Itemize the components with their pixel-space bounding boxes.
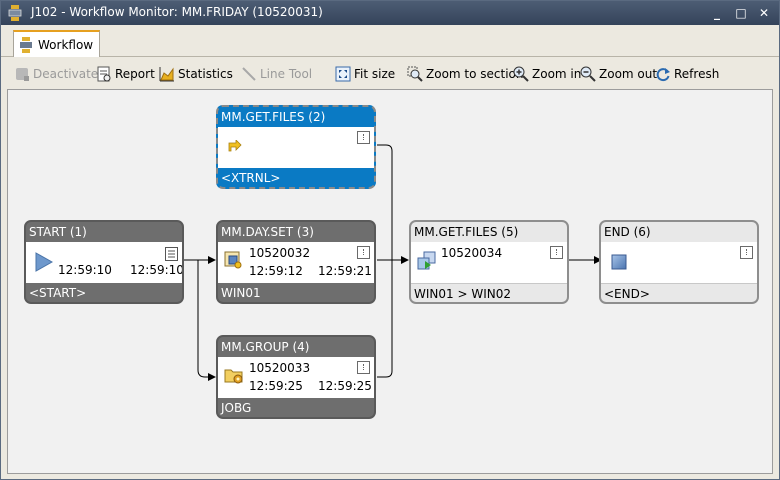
title-bar[interactable]: J102 - Workflow Monitor: MM.FRIDAY (1052… bbox=[1, 1, 779, 25]
node-title: END (6) bbox=[604, 225, 651, 239]
node-title: START (1) bbox=[29, 225, 87, 239]
line-tool-icon bbox=[242, 67, 256, 81]
deactivate-icon bbox=[16, 68, 29, 81]
node-footer: <END> bbox=[601, 283, 757, 302]
deactivate-label: Deactivate bbox=[33, 67, 99, 81]
node-end-time: 12:59:10 bbox=[130, 263, 184, 277]
workflow-canvas[interactable]: START (1) 12:59:10 12:59:10 <START> MM.G… bbox=[7, 89, 773, 474]
node-footer: WIN01 bbox=[221, 286, 261, 300]
workflow-node-day-set[interactable]: MM.DAY.SET (3) 10520032 12:59:12 12:59:2… bbox=[216, 220, 376, 304]
fit-size-label: Fit size bbox=[354, 67, 396, 81]
group-folder-icon bbox=[224, 369, 243, 384]
status-checkbox-icon[interactable] bbox=[357, 246, 370, 259]
zoom-out-icon bbox=[580, 66, 596, 82]
report-label: Report bbox=[115, 67, 155, 81]
tab-workflow[interactable]: Workflow bbox=[13, 30, 101, 57]
statistics-icon bbox=[159, 67, 174, 82]
window-title: J102 - Workflow Monitor: MM.FRIDAY (1052… bbox=[31, 5, 323, 19]
node-footer: <XTRNL> bbox=[221, 171, 281, 185]
node-footer: <START> bbox=[29, 286, 87, 300]
zoom-in-button[interactable]: Zoom in bbox=[513, 64, 581, 84]
report-icon bbox=[97, 66, 111, 82]
node-end-time: 12:59:21 bbox=[318, 264, 372, 278]
fit-size-icon bbox=[335, 66, 351, 82]
refresh-button[interactable]: Refresh bbox=[655, 64, 719, 84]
report-button[interactable]: Report bbox=[96, 64, 155, 84]
file-transfer-icon bbox=[417, 251, 436, 270]
workflow-node-get-files-2[interactable]: MM.GET.FILES (2) <XTRNL> bbox=[216, 105, 376, 189]
deactivate-button[interactable]: Deactivate bbox=[14, 64, 98, 84]
refresh-icon bbox=[656, 68, 670, 82]
node-start-time: 12:59:10 bbox=[58, 263, 112, 277]
tab-strip: Workflow bbox=[1, 25, 779, 57]
node-body: 12:59:10 12:59:10 bbox=[26, 242, 182, 283]
node-start-time: 12:59:25 bbox=[249, 379, 303, 393]
end-stop-icon bbox=[611, 254, 627, 270]
workflow-node-start[interactable]: START (1) 12:59:10 12:59:10 <START> bbox=[24, 220, 184, 304]
minimize-icon[interactable]: _ bbox=[714, 6, 720, 20]
script-task-icon bbox=[224, 251, 242, 269]
maximize-icon[interactable]: □ bbox=[735, 6, 747, 20]
node-footer: JOBG bbox=[221, 401, 252, 415]
node-body bbox=[601, 242, 757, 283]
node-title: MM.GET.FILES (5) bbox=[414, 225, 519, 239]
node-start-time: 12:59:12 bbox=[249, 264, 303, 278]
workflow-node-get-files-5[interactable]: MM.GET.FILES (5) 10520034 WIN01 > WIN02 bbox=[409, 220, 569, 304]
statistics-button[interactable]: Statistics bbox=[159, 64, 233, 84]
toolbar: Deactivate Report Statistics Line Tool F… bbox=[1, 58, 779, 88]
zoom-in-icon bbox=[513, 66, 529, 82]
node-footer: WIN01 > WIN02 bbox=[411, 283, 567, 302]
node-body bbox=[218, 127, 374, 168]
link-start-group bbox=[197, 260, 216, 381]
node-title: MM.GET.FILES (2) bbox=[221, 110, 326, 124]
line-tool-button[interactable]: Line Tool bbox=[241, 64, 312, 84]
connection-lines bbox=[184, 144, 602, 381]
link-getfiles2-getfiles5 bbox=[377, 144, 393, 260]
status-checkbox-icon[interactable] bbox=[357, 361, 370, 374]
node-body: 10520033 12:59:25 12:59:25 bbox=[218, 357, 374, 398]
node-body: 10520034 bbox=[411, 242, 567, 283]
link-group-getfiles5 bbox=[377, 260, 393, 378]
workflow-node-end[interactable]: END (6) <END> bbox=[599, 220, 759, 304]
node-body: 10520032 12:59:12 12:59:21 bbox=[218, 242, 374, 283]
external-task-icon bbox=[228, 140, 242, 152]
start-play-icon bbox=[35, 252, 53, 272]
zoom-in-label: Zoom in bbox=[532, 67, 582, 81]
zoom-to-section-button[interactable]: Zoom to section bbox=[407, 64, 524, 84]
refresh-label: Refresh bbox=[674, 67, 720, 81]
workflow-icon bbox=[20, 36, 32, 53]
workflow-node-group[interactable]: MM.GROUP (4) 10520033 12:59:25 12:59:25 … bbox=[216, 335, 376, 419]
zoom-out-label: Zoom out bbox=[599, 67, 658, 81]
node-title: MM.DAY.SET (3) bbox=[221, 225, 314, 239]
node-run-id: 10520032 bbox=[249, 246, 311, 260]
status-checkbox-icon[interactable] bbox=[740, 246, 753, 259]
tab-label: Workflow bbox=[38, 37, 94, 52]
node-run-id: 10520034 bbox=[441, 246, 503, 260]
line-tool-label: Line Tool bbox=[260, 67, 313, 81]
node-run-id: 10520033 bbox=[249, 361, 311, 375]
report-document-icon[interactable] bbox=[165, 247, 178, 261]
zoom-section-icon bbox=[407, 66, 423, 82]
zoom-to-section-label: Zoom to section bbox=[426, 67, 524, 81]
close-icon[interactable]: ✕ bbox=[758, 6, 770, 20]
zoom-out-button[interactable]: Zoom out bbox=[580, 64, 657, 84]
app-icon bbox=[8, 5, 22, 21]
statistics-label: Statistics bbox=[178, 67, 233, 81]
status-checkbox-icon[interactable] bbox=[550, 246, 563, 259]
node-title: MM.GROUP (4) bbox=[221, 340, 310, 354]
status-checkbox-icon[interactable] bbox=[357, 131, 370, 144]
fit-size-button[interactable]: Fit size bbox=[335, 64, 395, 84]
node-end-time: 12:59:25 bbox=[318, 379, 372, 393]
